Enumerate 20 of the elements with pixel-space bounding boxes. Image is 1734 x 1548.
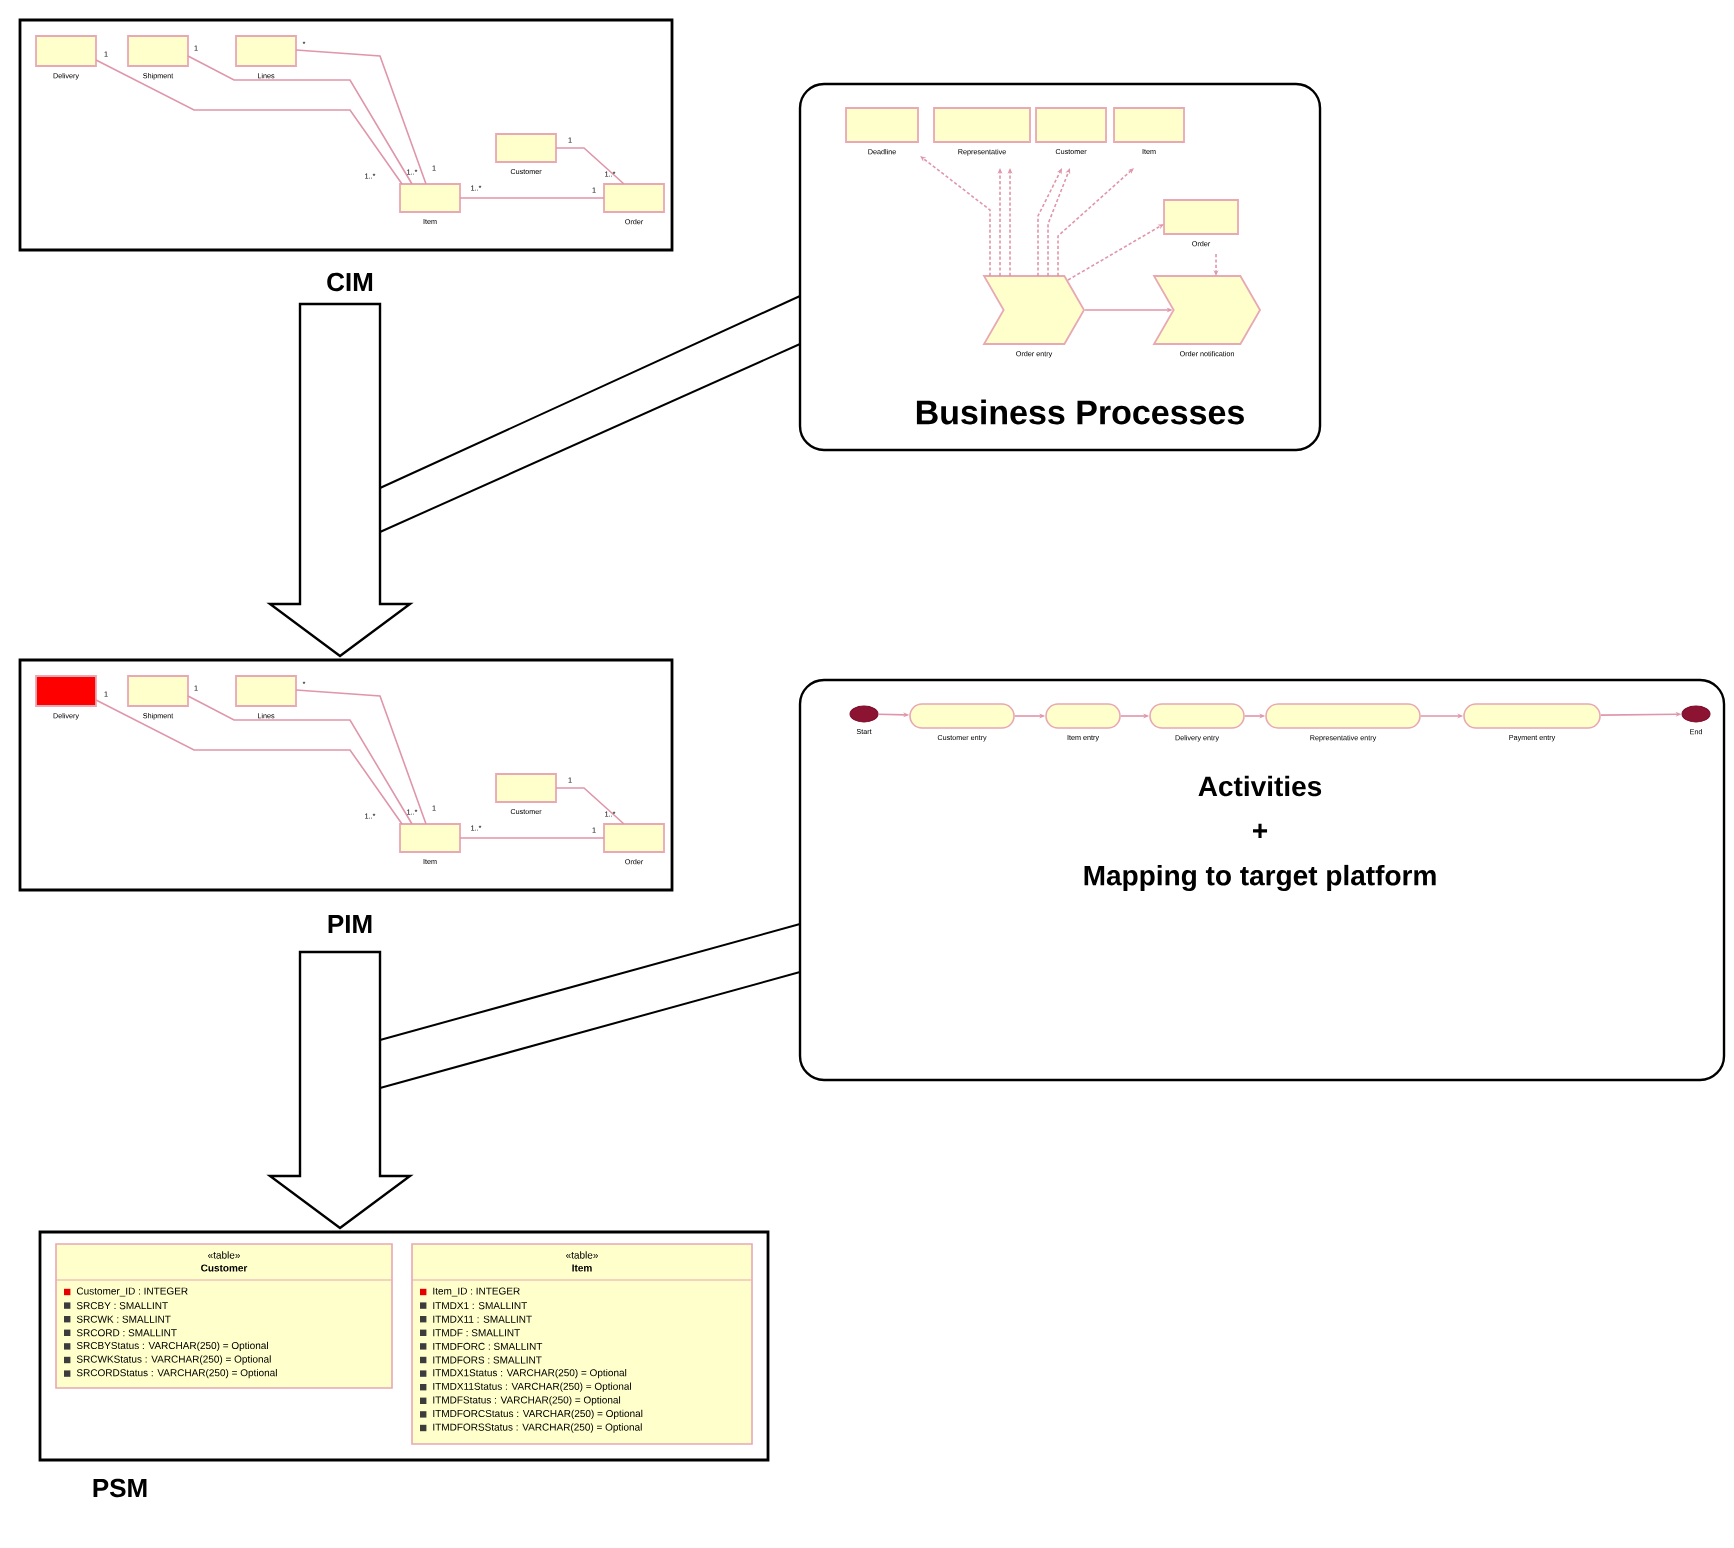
connector-line [295,49,427,185]
connector-line [295,689,427,825]
block-arrow [266,302,414,658]
connector-line [555,787,625,825]
connector-line [95,59,403,185]
connector-line [555,147,625,185]
connector-line [187,55,413,185]
node-label: CIM [327,272,373,292]
node-label: PIM [328,915,372,933]
connector-line [187,695,413,825]
block-arrow [266,950,414,1230]
connector-line [459,837,605,839]
arrow [920,156,991,277]
arrow [1037,168,1062,277]
arrow [1057,168,1134,277]
arrow [1047,168,1071,277]
arrow [1067,224,1164,281]
node-label: PSM [93,1478,147,1498]
connector-line [95,699,403,825]
connector-line [459,197,605,199]
